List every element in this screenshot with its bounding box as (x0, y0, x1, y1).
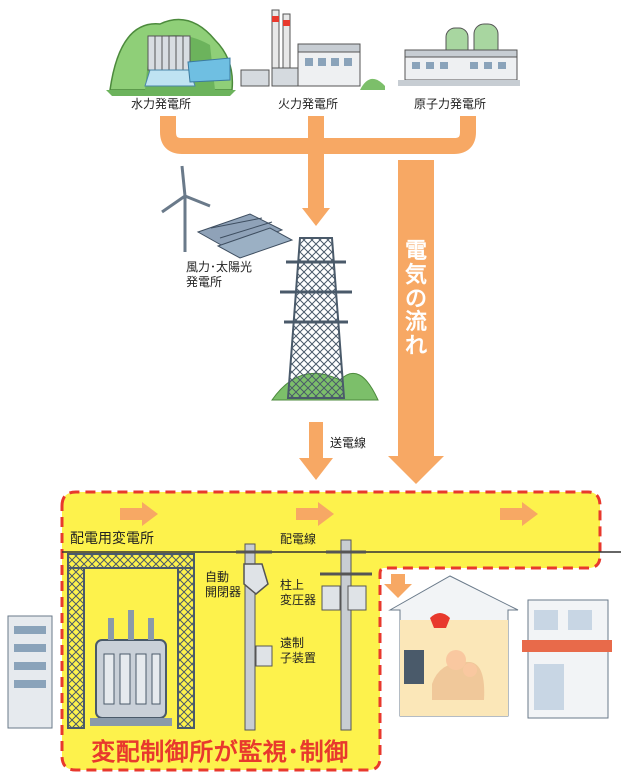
distribution-area-highlight (60, 490, 602, 772)
auto-switch-pole-illustration (236, 543, 273, 731)
left-building (7, 615, 53, 729)
nuclear-plant-illustration (398, 23, 520, 86)
flow-char: 電 (404, 239, 427, 264)
hydro-plant-illustration (106, 18, 236, 96)
auto-switch-label: 自動 開閉器 (205, 570, 241, 600)
nuclear-plant-label: 原子力発電所 (414, 97, 487, 111)
area-arrow-3 (500, 502, 538, 526)
flow-connector (160, 116, 476, 210)
flow-char: れ (404, 334, 427, 359)
electricity-flow-bar (398, 160, 434, 460)
transmission-arrow-head (299, 458, 333, 480)
substation-label: 配電用変電所 (70, 531, 154, 547)
area-arrow-1 (120, 502, 158, 526)
remote-unit-label: 遠制 子装置 (280, 636, 316, 666)
remote-unit-line-1: 遠制 (280, 636, 305, 650)
transmission-tower-illustration (271, 237, 379, 401)
hydro-plant-label: 水力発電所 (131, 97, 192, 111)
renewable-line-1: 風力･太陽光 (186, 260, 253, 274)
auto-switch-line-2: 開閉器 (205, 585, 242, 599)
renewable-line-2: 発電所 (186, 275, 223, 289)
pole-transformer-line-2: 変圧器 (280, 593, 317, 607)
right-shop (522, 599, 612, 719)
pole-transformer-line-1: 柱上 (280, 578, 305, 592)
wind-solar-illustration (161, 165, 294, 259)
flow-arrow-to-tower (302, 208, 330, 226)
transmission-arrow-shaft (309, 422, 323, 460)
distribution-line-label: 配電線 (280, 532, 317, 546)
house-interior-illustration (388, 575, 519, 717)
auto-switch-line-1: 自動 (205, 570, 230, 584)
electricity-flow-arrowhead (388, 456, 444, 484)
transmission-line-label: 送電線 (330, 436, 367, 450)
control-center-headline: 変配制御所が監視･制御 (91, 738, 349, 766)
electricity-flow-label: 電 気 の 流 れ (398, 240, 434, 359)
area-arrow-2 (296, 502, 334, 526)
house-supply-arrow (384, 574, 412, 598)
thermal-plant-illustration (240, 9, 385, 90)
flow-char: 気 (404, 262, 427, 288)
remote-unit-line-2: 子装置 (280, 651, 317, 665)
transformer-pole-illustration (320, 539, 372, 731)
flow-char: 流 (404, 310, 427, 336)
flow-char: の (404, 286, 427, 312)
thermal-plant-label: 火力発電所 (278, 97, 339, 111)
substation-illustration (67, 553, 195, 729)
pole-transformer-label: 柱上 変圧器 (280, 578, 316, 608)
renewable-plant-label: 風力･太陽光 発電所 (186, 260, 252, 290)
